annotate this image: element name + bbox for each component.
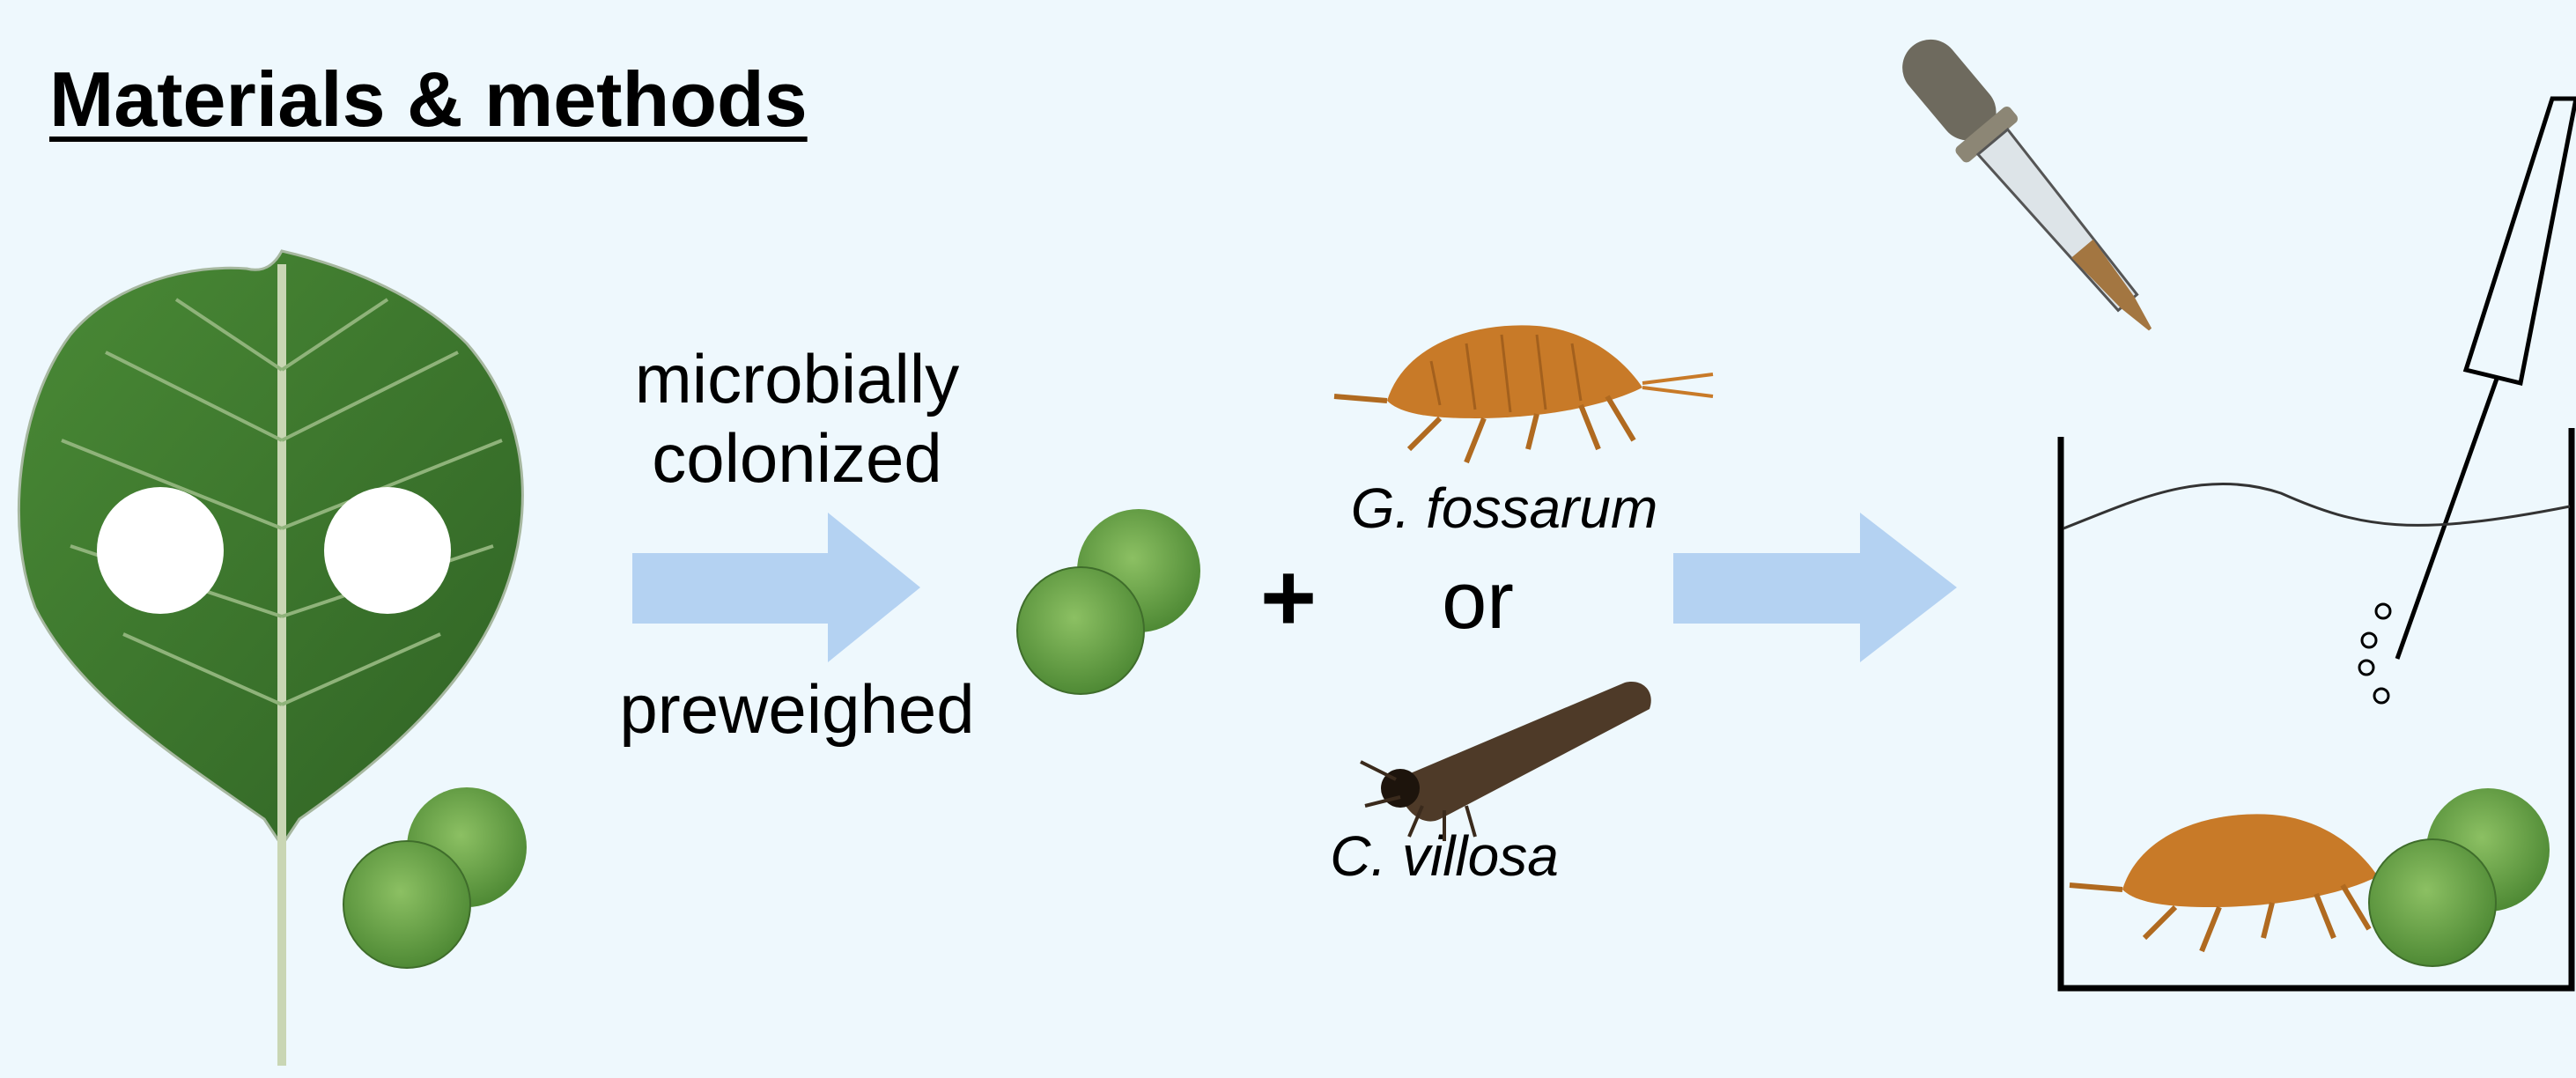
dropper-icon: [1886, 24, 2177, 352]
process-arrow-1: [632, 513, 920, 662]
oxygen-probe-icon: [2359, 99, 2576, 703]
leaf-disc-icon: [343, 787, 527, 968]
leaf-disc-icon: [1017, 509, 1200, 694]
process-arrow-2: [1673, 513, 1957, 662]
caddisfly-larva-icon: [1361, 682, 1651, 841]
beaker-icon: [2061, 428, 2572, 988]
gammarus-icon: [1334, 325, 1713, 462]
